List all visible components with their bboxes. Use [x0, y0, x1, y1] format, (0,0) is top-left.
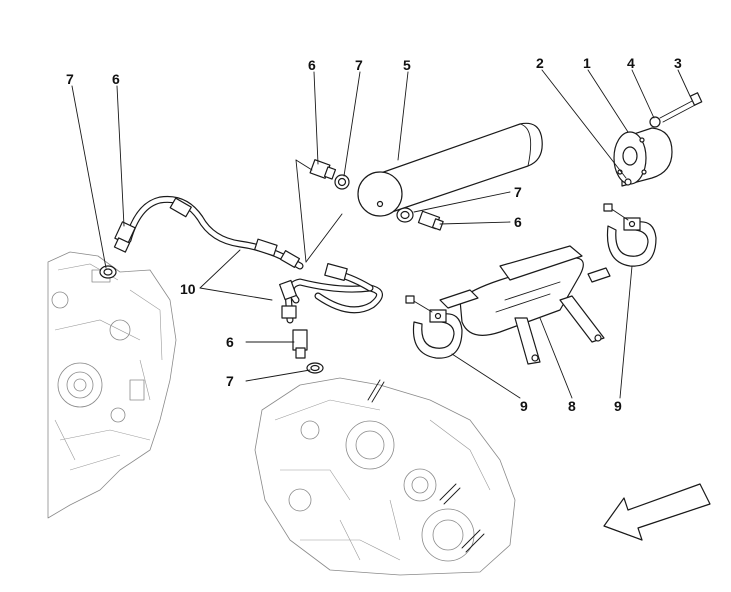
reservoir-fitting-top-6 [309, 159, 337, 180]
hose-clamp-right [603, 203, 657, 267]
callout-9-right: 9 [614, 398, 622, 414]
callout-labels: 7 6 6 7 5 2 1 4 3 7 6 10 6 7 9 8 9 [66, 55, 682, 414]
callout-6-top: 6 [308, 57, 316, 73]
mounting-bracket [439, 245, 611, 365]
engine-block-left [47, 251, 177, 519]
reservoir-washer-bottom-7 [396, 207, 414, 223]
front-direction-arrow-icon [603, 483, 711, 541]
callout-5: 5 [403, 57, 411, 73]
callout-4: 4 [627, 55, 635, 71]
callout-7-right: 7 [514, 184, 522, 200]
hose-assembly [124, 195, 383, 324]
left-fitting-6 [113, 221, 136, 253]
callout-6-lower: 6 [226, 334, 234, 350]
engine-block-center [254, 377, 516, 576]
callout-6-right: 6 [514, 214, 522, 230]
callout-7-left: 7 [66, 71, 74, 87]
callout-1: 1 [583, 55, 591, 71]
leader-lines [71, 69, 691, 399]
lower-washer-7 [306, 362, 324, 374]
callout-3: 3 [674, 55, 682, 71]
callout-2: 2 [536, 55, 544, 71]
left-washer-7 [99, 265, 117, 279]
reservoir-fitting-bottom-6 [417, 210, 444, 231]
hose-clamp-left [405, 295, 463, 359]
callout-10: 10 [180, 281, 196, 297]
callout-9-left: 9 [520, 398, 528, 414]
callout-8: 8 [568, 398, 576, 414]
pulley-assembly [613, 92, 703, 187]
callout-6-left: 6 [112, 71, 120, 87]
callout-7-lower: 7 [226, 373, 234, 389]
reservoir-washer-top-7 [334, 174, 350, 190]
lower-fitting-6 [292, 329, 308, 359]
reservoir-cylinder [357, 122, 543, 217]
callout-7-top: 7 [355, 57, 363, 73]
